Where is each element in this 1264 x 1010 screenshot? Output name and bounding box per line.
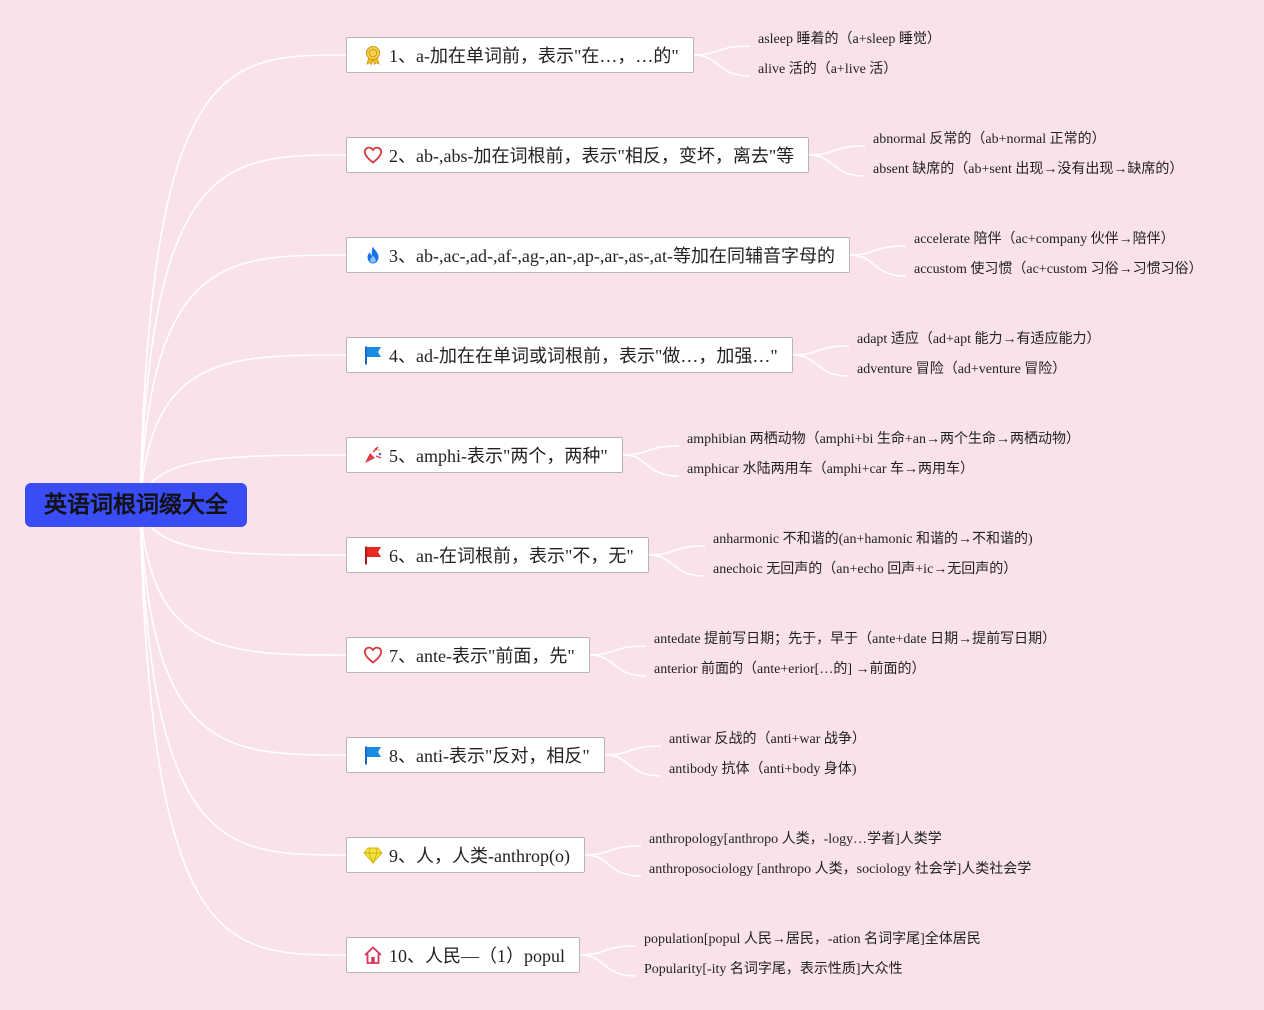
branch-label: 2、ab-,abs-加在词根前，表示"相反，变坏，离去"等 [389,146,795,166]
root-branch-connector [139,154,347,506]
heart-outline-icon [363,645,383,665]
leaf-topic[interactable]: antibody 抗体（anti+body 身体) [669,762,857,777]
branch-leaf-connector [849,254,907,277]
flame-icon [363,245,383,265]
root-branch-connector [139,504,347,656]
branch-label: 10、人民—（1）popul [389,946,566,966]
branch-leaf-connector [849,245,907,256]
branch-topic[interactable]: 9、人，人类-anthrop(o) [346,837,585,873]
branch-label: 1、a-加在单词前，表示"在…，…的" [389,46,679,66]
branch-topic[interactable]: 8、anti-表示"反对，相反" [346,737,605,773]
branch-label: 3、ab-,ac-,ad-,af-,ag-,an-,ap-,ar-,as-,at… [389,246,835,266]
red-flag-icon [363,545,383,565]
root-branch-connector [139,54,347,506]
branch-topic[interactable]: 2、ab-,abs-加在词根前，表示"相反，变坏，离去"等 [346,137,810,173]
leaf-topic[interactable]: anharmonic 不和谐的(an+hamonic 和谐的→不和谐的) [713,532,1033,547]
leaf-topic[interactable]: anthropology[anthropo 人类，-logy…学者]人类学 [649,832,942,847]
branch-leaf-connector [792,345,850,356]
root-branch-connector [139,354,347,506]
party-popper-icon [363,445,383,465]
root-topic[interactable]: 英语词根词缀大全 [25,483,247,527]
branch-label: 9、人，人类-anthrop(o) [389,846,570,866]
leaf-topic[interactable]: anechoic 无回声的（an+echo 回声+ic→无回声的） [713,562,1018,577]
blue-flag-icon [363,345,383,365]
leaf-topic[interactable]: accelerate 陪伴（ac+company 伙伴→陪伴） [914,232,1175,247]
leaf-topic[interactable]: anthroposociology [anthropo 人类，sociology… [649,862,1032,877]
leaf-topic[interactable]: adapt 适应（ad+apt 能力→有适应能力） [857,332,1101,347]
leaf-topic[interactable]: asleep 睡着的（a+sleep 睡觉） [758,32,941,47]
leaf-topic[interactable]: adventure 冒险（ad+venture 冒险） [857,362,1067,377]
branch-leaf-connector [622,454,680,477]
leaf-topic[interactable]: alive 活的（a+live 活） [758,62,898,77]
leaf-topic[interactable]: amphibian 两栖动物（amphi+bi 生命+an→两个生命→两栖动物） [687,432,1080,447]
branch-label: 5、amphi-表示"两个，两种" [389,446,608,466]
leaf-topic[interactable]: abnormal 反常的（ab+normal 正常的） [873,132,1106,147]
branch-leaf-connector [648,554,706,577]
blue-flag-icon [363,745,383,765]
branch-leaf-connector [584,845,642,856]
branch-label: 7、ante-表示"前面，先" [389,646,575,666]
branch-leaf-connector [648,545,706,556]
branch-leaf-connector [579,945,637,956]
leaf-topic[interactable]: absent 缺席的（ab+sent 出现→没有出现→缺席的） [873,162,1184,177]
branch-leaf-connector [584,854,642,877]
branch-topic[interactable]: 1、a-加在单词前，表示"在…，…的" [346,37,694,73]
leaf-topic[interactable]: anterior 前面的（ante+erior[…的] →前面的） [654,662,926,677]
branch-topic[interactable]: 5、amphi-表示"两个，两种" [346,437,623,473]
branch-label: 8、anti-表示"反对，相反" [389,746,590,766]
house-icon [363,945,383,965]
leaf-topic[interactable]: antedate 提前写日期；先于，早于（ante+date 日期→提前写日期） [654,632,1057,647]
diamond-icon [363,845,383,865]
root-branch-connector [139,254,347,506]
branch-leaf-connector [589,654,647,677]
leaf-topic[interactable]: Popularity[-ity 名词字尾，表示性质]大众性 [644,962,903,977]
branch-topic[interactable]: 4、ad-加在在单词或词根前，表示"做…，加强…" [346,337,793,373]
leaf-topic[interactable]: accustom 使习惯（ac+custom 习俗→习惯习俗） [914,262,1203,277]
leaf-topic[interactable]: antiwar 反战的（anti+war 战争） [669,732,866,747]
branch-leaf-connector [622,445,680,456]
branch-topic[interactable]: 7、ante-表示"前面，先" [346,637,590,673]
heart-outline-icon [363,145,383,165]
branch-label: 4、ad-加在在单词或词根前，表示"做…，加强…" [389,346,778,366]
root-branch-connector [139,504,347,756]
leaf-topic[interactable]: population[popul 人民→居民，-ation 名词字尾]全体居民 [644,932,981,947]
award-ribbon-icon [363,45,383,65]
root-branch-connector [139,504,347,956]
branch-leaf-connector [693,45,751,56]
branch-leaf-connector [579,954,637,977]
root-branch-connector [139,504,347,856]
branch-label: 6、an-在词根前，表示"不，无" [389,546,634,566]
branch-leaf-connector [604,754,662,777]
leaf-topic[interactable]: amphicar 水陆两用车（amphi+car 车→两用车） [687,462,975,477]
branch-leaf-connector [808,154,866,177]
branch-leaf-connector [589,645,647,656]
branch-topic[interactable]: 3、ab-,ac-,ad-,af-,ag-,an-,ap-,ar-,as-,at… [346,237,850,273]
branch-leaf-connector [792,354,850,377]
branch-leaf-connector [693,54,751,77]
branch-topic[interactable]: 6、an-在词根前，表示"不，无" [346,537,649,573]
branch-topic[interactable]: 10、人民—（1）popul [346,937,581,973]
branch-leaf-connector [604,745,662,756]
branch-leaf-connector [808,145,866,156]
